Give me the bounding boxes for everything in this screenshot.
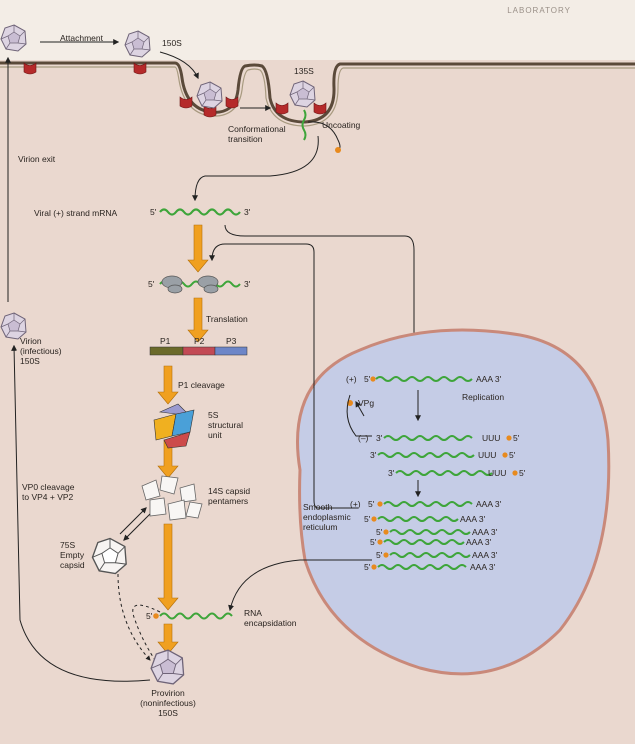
label-vpg: VPg [358,398,375,408]
label-aaa-1: AAA 3' [476,374,502,384]
label-minus-3prime-3: 3' [388,468,395,478]
label-aaa-3: AAA 3' [460,514,486,524]
label-vp0-cleavage: VP0 cleavage to VP4 + VP2 [22,482,75,502]
label-smooth-er: Smooth endoplasmic reticulum [303,502,351,532]
receptor-icon [225,96,239,109]
label-plus-5prime-7: 5' [364,562,371,572]
receptor-icon [275,102,289,115]
viral-mrna-strand [159,208,241,216]
virion-icon [0,24,27,52]
capsid-pentamers-icon [141,475,203,521]
label-uuu-3: UUU [488,468,507,478]
label-encap-5prime: 5' [146,611,153,621]
label-virion-exit: Virion exit [18,154,56,164]
label-aaa-4: AAA 3' [472,527,498,537]
label-minus-5prime-1: 5' [513,433,520,443]
label-attachment: Attachment [60,33,103,43]
label-rna-encapsidation: RNA encapsidation [244,608,297,628]
label-minus-5prime-2: 5' [509,450,516,460]
label-empty-capsid: 75S Empty capsid [60,540,85,570]
label-aaa-2: AAA 3' [476,499,502,509]
label-minus-strand: (–) [358,433,369,443]
label-ribo-5prime: 5' [148,279,155,289]
label-plus-5prime-3: 5' [364,514,371,524]
label-uuu-1: UUU [482,433,501,443]
header-edge-text: LABORATORY [507,6,571,15]
label-p2: P2 [194,336,205,346]
label-p1-cleavage: P1 cleavage [178,380,225,390]
label-aaa-7: AAA 3' [470,562,496,572]
label-translation: Translation [206,314,248,324]
label-minus-3prime-1: 3' [376,433,383,443]
label-viral-mrna: Viral (+) strand mRNA [34,208,118,218]
label-mrna-3prime: 3' [244,207,251,217]
structural-unit-icon [153,403,195,449]
label-minus-3prime-2: 3' [370,450,377,460]
label-minus-5prime-3: 5' [519,468,526,478]
label-uncoating: Uncoating [322,120,361,130]
empty-capsid-icon [91,537,127,575]
label-capsid-pentamers: 14S capsid pentamers [208,486,251,506]
ribosome-icon [161,275,219,294]
label-plus-strand-2: (+) [350,499,361,509]
label-structural-unit: 5S structural unit [208,410,243,440]
label-aaa-6: AAA 3' [472,550,498,560]
receptor-icon [23,62,37,75]
virion-icon [196,81,223,109]
label-plus-5prime-6: 5' [376,550,383,560]
label-ribo-3prime: 3' [244,279,251,289]
label-aaa-5: AAA 3' [466,537,492,547]
label-conformational: Conformational transition [228,124,286,144]
label-mrna-5prime: 5' [150,207,157,217]
polyprotein-bar [149,346,248,356]
label-uuu-2: UUU [478,450,497,460]
label-135s: 135S [294,66,314,76]
label-plus-5prime-1: 5' [364,374,371,384]
label-provirion: Provirion (noninfectious) 150S [140,688,196,718]
receptor-icon [179,96,193,109]
virion-icon [124,30,151,58]
page-header-strip: LABORATORY [0,0,635,60]
label-p1: P1 [160,336,171,346]
virion-135s-icon [289,80,316,108]
label-150s-top: 150S [162,38,182,48]
label-plus-5prime-2: 5' [368,499,375,509]
label-replication: Replication [462,392,505,402]
provirion-icon [150,649,185,685]
receptor-icon [313,102,327,115]
receptor-icon [133,62,147,75]
label-plus-5prime-5: 5' [370,537,377,547]
plasma-membrane [0,61,635,124]
label-plus-5prime-4: 5' [376,527,383,537]
label-plus-strand-1: (+) [346,374,357,384]
label-virion-infectious: Virion (infectious) 150S [20,336,62,366]
label-p3: P3 [226,336,237,346]
